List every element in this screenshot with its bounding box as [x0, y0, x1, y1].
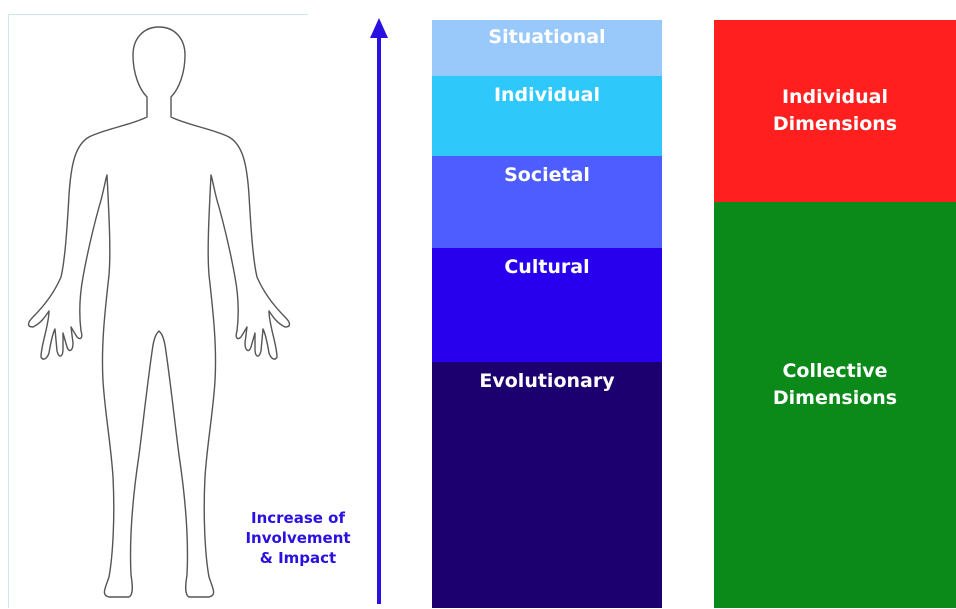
- level-band-societal: Societal: [432, 156, 662, 248]
- arrow-label: Increase of Involvement & Impact: [228, 508, 368, 568]
- level-stack: Situational Individual Societal Cultural…: [432, 20, 662, 608]
- level-band-cultural: Cultural: [432, 248, 662, 362]
- level-band-situational: Situational: [432, 20, 662, 76]
- level-band-evolutionary: Evolutionary: [432, 362, 662, 608]
- dimension-stack: Individual Dimensions Collective Dimensi…: [714, 20, 956, 608]
- level-label-individual: Individual: [432, 84, 662, 106]
- dimension-block-collective: Collective Dimensions: [714, 202, 956, 608]
- dimension-label-collective: Collective Dimensions: [773, 358, 897, 412]
- dimension-block-individual: Individual Dimensions: [714, 20, 956, 202]
- level-label-cultural: Cultural: [432, 256, 662, 278]
- level-label-societal: Societal: [432, 164, 662, 186]
- level-band-individual: Individual: [432, 76, 662, 156]
- dimension-label-individual: Individual Dimensions: [773, 84, 897, 138]
- level-label-situational: Situational: [432, 26, 662, 48]
- level-label-evolutionary: Evolutionary: [432, 370, 662, 392]
